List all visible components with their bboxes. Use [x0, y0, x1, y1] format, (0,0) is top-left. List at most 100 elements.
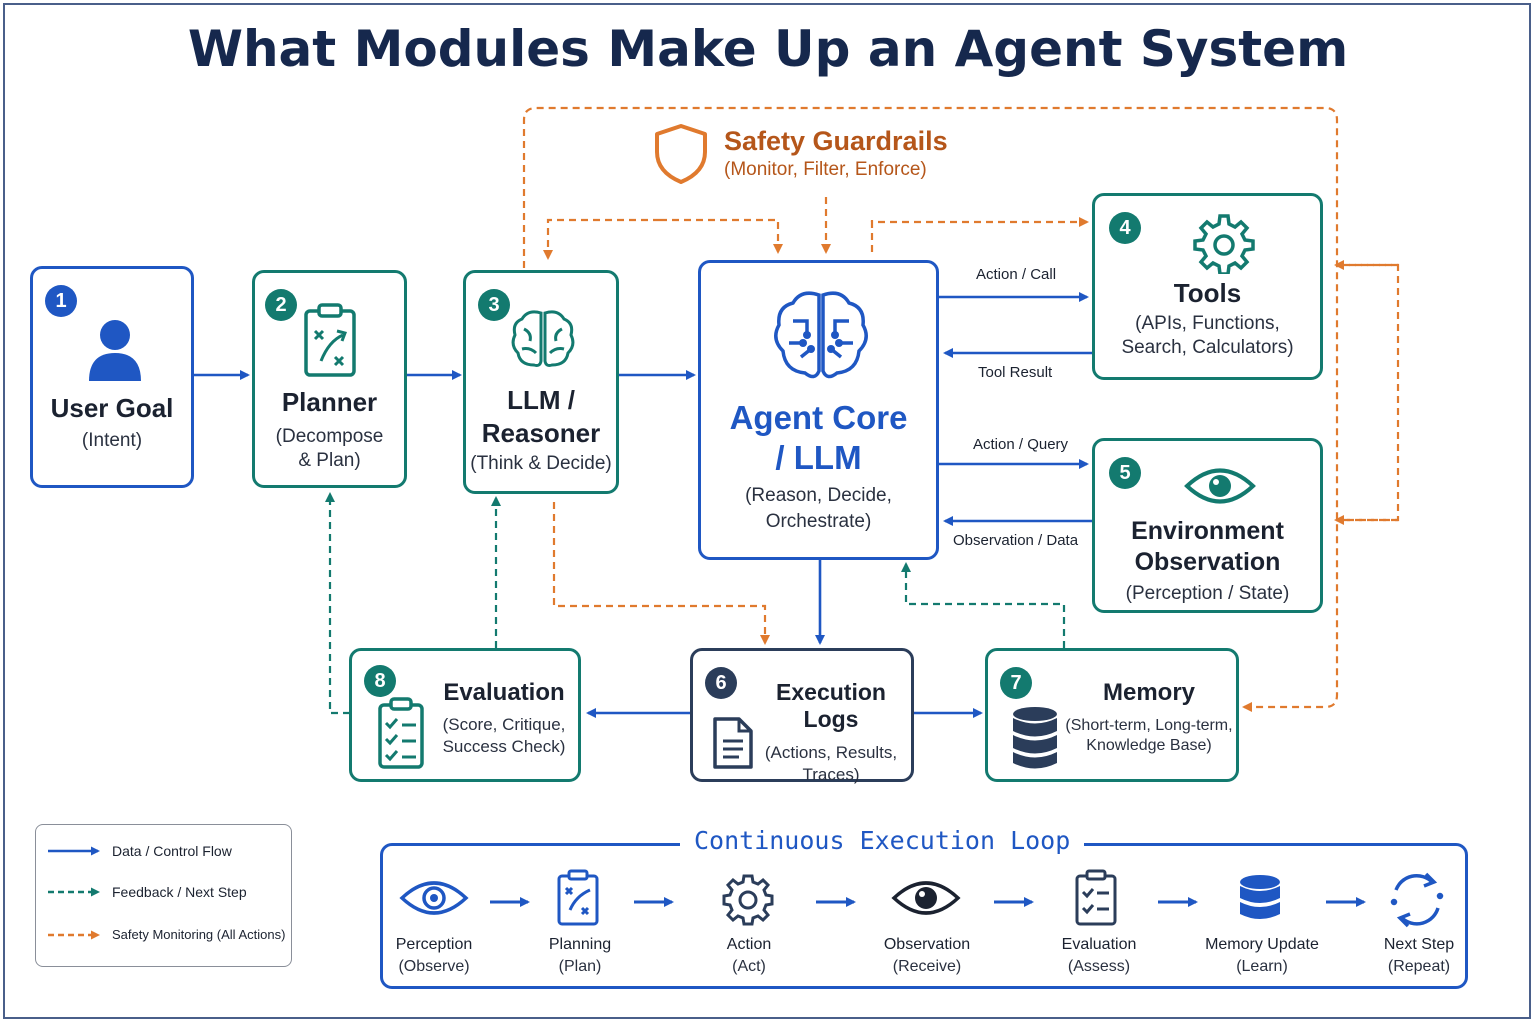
loop-step-name: Next Step [1383, 936, 1455, 953]
safety-to-llm [543, 218, 660, 260]
loop-database-icon [1240, 875, 1280, 919]
logs-name: Execution Logs [776, 679, 886, 732]
loop-clipboard-icon [557, 869, 599, 926]
edge-action-call: Action / Call [976, 266, 1057, 283]
checklist-icon [378, 697, 424, 769]
loop-eye-icon-perception [399, 881, 469, 915]
gear-icon [1193, 214, 1255, 274]
brain-icon [511, 310, 575, 367]
badge-4: 4 [1109, 212, 1141, 244]
clipboard-plan-icon [304, 303, 356, 377]
legend-swatches [48, 846, 100, 940]
loop-step-sub: (Repeat) [1387, 958, 1451, 975]
llm-sub: (Think & Decide) [470, 453, 612, 474]
eye-icon [1184, 468, 1256, 504]
planner-sub1: (Decompose [275, 426, 384, 447]
user-goal-name: User Goal [50, 393, 174, 423]
safety-llm-logs [552, 502, 770, 645]
memory-name: Memory [1102, 679, 1196, 706]
circuit-brain-icon [774, 291, 868, 379]
loop-step-name: Observation [883, 936, 971, 953]
module-evaluation[interactable]: 8 Evaluation (Score, Critique, Success C… [349, 648, 581, 782]
loop-checklist-icon [1075, 869, 1117, 926]
loop-step-memory-update: Memory Update (Learn) [1192, 934, 1332, 978]
legend-data-flow: Data / Control Flow [112, 843, 232, 859]
module-llm-reasoner[interactable]: 3 LLM / Reasoner (Think & Decide) [463, 270, 619, 494]
loop-step-sub: (Plan) [558, 958, 602, 975]
database-icon [1013, 707, 1057, 769]
loop-cycle-icon [1390, 872, 1444, 928]
loop-step-name: Evaluation [1061, 936, 1137, 953]
env-name2: Observation [1134, 548, 1281, 576]
loop-step-sub: (Receive) [892, 958, 962, 975]
module-execution-logs[interactable]: 6 Execution Logs (Actions, Results, Trac… [690, 648, 914, 784]
llm-name2: Reasoner [481, 418, 601, 448]
core-name1: Agent Core [729, 399, 908, 436]
shield-icon [655, 124, 707, 184]
page-title: What Modules Make Up an Agent System [187, 20, 1349, 78]
safety-tools-env [1337, 263, 1400, 522]
loop-icons [399, 869, 1444, 928]
loop-step-name: Action [726, 936, 772, 953]
loop-step-perception: Perception (Observe) [364, 934, 504, 978]
llm-name1: LLM / [507, 385, 575, 415]
edge-observation-data: Observation / Data [953, 532, 1079, 549]
document-icon [713, 717, 753, 769]
module-environment[interactable]: 5 Environment Observation (Perception / … [1092, 438, 1323, 613]
memory-sub1: (Short-term, Long-term, [1065, 717, 1233, 734]
core-sub2: Orchestrate) [765, 511, 872, 532]
loop-step-sub: (Act) [732, 958, 766, 975]
loop-step-sub: (Observe) [398, 958, 470, 975]
edge-action-query: Action / Query [973, 436, 1069, 453]
tools-sub2: Search, Calculators) [1121, 337, 1294, 358]
loop-step-action: Action (Act) [679, 934, 819, 978]
loop-eye-icon-observation [891, 881, 961, 915]
legend-feedback: Feedback / Next Step [112, 884, 247, 900]
legend-safety: Safety Monitoring (All Actions) [112, 927, 286, 942]
loop-step-next-step: Next Step (Repeat) [1349, 934, 1489, 978]
badge-7: 7 [1000, 667, 1032, 699]
safety-to-core-left [660, 218, 783, 254]
legend: Data / Control Flow Feedback / Next Step… [35, 824, 292, 967]
loop-step-evaluation: Evaluation (Assess) [1029, 934, 1169, 978]
feedback-eval-planner [325, 492, 350, 715]
memory-sub2: Knowledge Base) [1086, 737, 1212, 754]
module-memory[interactable]: 7 Memory (Short-term, Long-term, Knowled… [985, 648, 1239, 782]
planner-sub2: & Plan) [298, 450, 361, 471]
edge-tool-result: Tool Result [978, 364, 1053, 381]
page-frame [3, 3, 1531, 1019]
module-planner[interactable]: 2 Planner (Decompose & Plan) [252, 270, 407, 488]
module-tools[interactable]: 4 Tools (APIs, Functions, Search, Calcul… [1092, 193, 1323, 380]
planner-name: Planner [281, 387, 378, 417]
badge-8: 8 [364, 665, 396, 697]
badge-1: 1 [45, 285, 77, 317]
evaluation-sub1: (Score, Critique, [442, 715, 566, 734]
badge-5: 5 [1109, 457, 1141, 489]
loop-gear-icon [722, 874, 774, 926]
core-name2: / LLM [775, 439, 862, 476]
badge-3: 3 [478, 289, 510, 321]
evaluation-name: Evaluation [443, 679, 565, 706]
env-name1: Environment [1131, 517, 1284, 545]
module-user-goal[interactable]: 1 User Goal (Intent) [30, 266, 194, 488]
feedback-memory-core [901, 562, 1066, 648]
evaluation-sub2: Success Check) [442, 737, 566, 756]
loop-step-sub: (Learn) [1236, 958, 1288, 975]
loop-step-name: Planning [548, 936, 612, 953]
loop-title: Continuous Execution Loop [680, 826, 1085, 855]
user-goal-sub: (Intent) [81, 430, 143, 451]
tools-name: Tools [1173, 278, 1242, 308]
safety-outer-loop [522, 106, 1339, 712]
safety-guardrails-label: Safety Guardrails (Monitor, Filter, Enfo… [724, 126, 1044, 181]
badge-6: 6 [705, 667, 737, 699]
tools-sub1: (APIs, Functions, [1135, 313, 1280, 334]
loop-step-observation: Observation (Receive) [857, 934, 997, 978]
loop-step-name: Memory Update [1205, 936, 1319, 953]
safety-to-tools [870, 217, 1089, 252]
loop-step-planning: Planning (Plan) [510, 934, 650, 978]
loop-step-name: Perception [395, 936, 473, 953]
env-sub: (Perception / State) [1125, 583, 1290, 604]
module-agent-core[interactable]: Agent Core / LLM (Reason, Decide, Orches… [698, 260, 939, 560]
logs-sub2: Traces) [802, 765, 860, 784]
